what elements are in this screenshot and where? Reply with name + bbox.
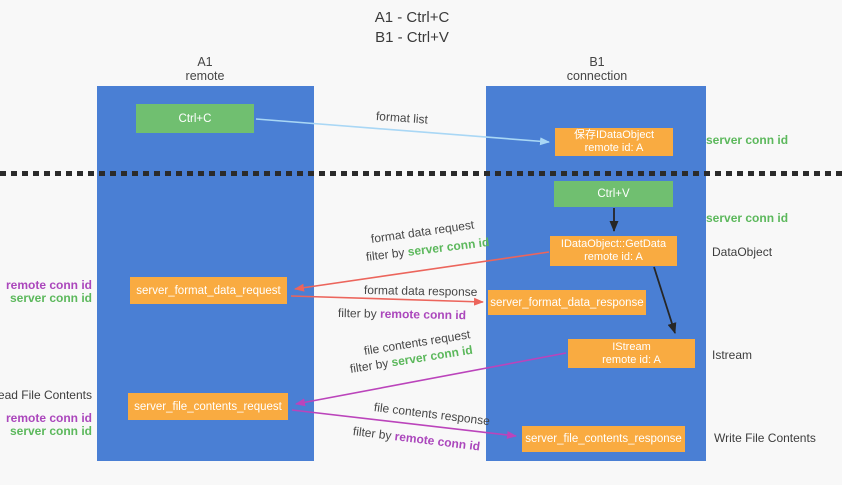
node-server-file-contents-response: server_file_contents_response	[522, 426, 685, 452]
node-istream: IStream remote id: A	[568, 339, 695, 368]
annotation-dataobject: DataObject	[712, 245, 773, 259]
ctrl-c-label: Ctrl+C	[178, 112, 212, 125]
lane-a1-title: A1	[197, 55, 213, 69]
title-line-2: B1 - Ctrl+V	[375, 29, 449, 46]
node-ctrl-v: Ctrl+V	[554, 181, 673, 207]
label-filter-format-response: filter by remote conn id	[338, 306, 466, 322]
save-dataobject-line2: remote id: A	[584, 142, 644, 154]
annotation-write-file-contents: Write File Contents	[714, 431, 816, 445]
server-format-data-response-label: server_format_data_response	[490, 296, 644, 309]
node-server-file-contents-request: server_file_contents_request	[128, 393, 288, 420]
label-filter-file-response: filter by remote conn id	[352, 424, 481, 453]
lane-b1-title: B1	[589, 55, 605, 69]
server-file-contents-response-label: server_file_contents_response	[525, 433, 682, 445]
annotation-format-remote-conn-id: remote conn id	[5, 278, 92, 292]
getdata-line1: IDataObject::GetData	[560, 238, 667, 250]
annotation-file-server-conn-id: server conn id	[9, 424, 92, 438]
label-format-data-response: format data response	[363, 283, 478, 299]
separator-dotted-line	[0, 171, 842, 176]
filter-prefix: filter by	[337, 306, 381, 321]
node-ctrl-c: Ctrl+C	[136, 104, 254, 133]
getdata-line2: remote id: A	[584, 251, 643, 263]
lane-header-b1: B1 connection	[522, 55, 672, 83]
annotation-istream: Istream	[712, 348, 753, 362]
node-server-format-data-request: server_format_data_request	[130, 277, 287, 304]
lane-header-a1: A1 remote	[130, 55, 280, 83]
annotation-read-file-contents: Read File Contents	[0, 388, 92, 402]
lane-a1-subtitle: remote	[185, 69, 225, 83]
filter-prefix: filter by	[365, 244, 409, 264]
filter-prefix: filter by	[348, 355, 393, 376]
filter-prefix: filter by	[352, 424, 396, 444]
server-format-data-request-label: server_format_data_request	[136, 284, 281, 297]
ctrl-v-label: Ctrl+V	[597, 188, 630, 200]
annotation-format-server-conn-id: server conn id	[9, 291, 92, 305]
annotation-server-conn-id-mid: server conn id	[706, 211, 789, 225]
istream-line2: remote id: A	[602, 353, 661, 366]
filter-key-remote-conn-id: remote conn id	[393, 429, 481, 454]
lane-b1-subtitle: connection	[566, 69, 628, 83]
node-save-dataobject: 保存IDataObject remote id: A	[555, 128, 673, 156]
label-file-contents-response: file contents response	[373, 400, 491, 429]
node-server-format-data-response: server_format_data_response	[488, 290, 646, 315]
server-file-contents-request-label: server_file_contents_request	[134, 400, 282, 413]
label-format-list: format list	[375, 109, 429, 127]
node-idataobject-getdata: IDataObject::GetData remote id: A	[550, 236, 677, 266]
filter-key-remote-conn-id: remote conn id	[379, 306, 467, 323]
save-dataobject-line1: 保存IDataObject	[573, 129, 655, 141]
annotation-file-remote-conn-id: remote conn id	[5, 411, 92, 425]
diagram-title: A1 - Ctrl+C B1 - Ctrl+V	[312, 8, 512, 48]
annotation-server-conn-id-top: server conn id	[706, 133, 789, 147]
istream-line1: IStream	[612, 340, 651, 353]
title-line-1: A1 - Ctrl+C	[374, 9, 450, 26]
